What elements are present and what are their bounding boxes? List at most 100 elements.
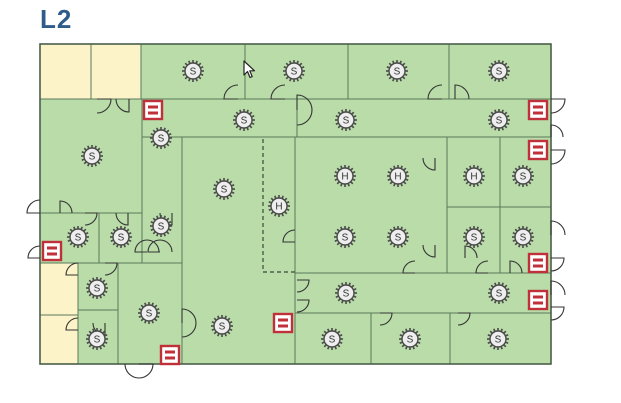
detector-glyph: S: [158, 134, 165, 145]
smoke-detector-icon: S: [110, 226, 132, 248]
detector-glyph: S: [471, 233, 478, 244]
fire-panel-icon: [142, 99, 164, 121]
door-swing-icon: [270, 84, 286, 100]
door-swing-icon: [402, 260, 416, 274]
detector-glyph: S: [342, 233, 349, 244]
storage-room: [39, 43, 92, 100]
fire-panel-icon: [272, 312, 294, 334]
smoke-detector-icon: S: [81, 145, 103, 167]
door-swing-icon: [457, 312, 471, 326]
smoke-detector-icon: S: [488, 60, 510, 82]
smoke-detector-icon: S: [182, 60, 204, 82]
room: [294, 136, 448, 274]
fire-panel-icon: [159, 344, 181, 366]
detector-glyph: S: [146, 309, 153, 320]
detector-glyph: S: [118, 233, 125, 244]
door-swing-icon: [550, 220, 566, 236]
smoke-detector-icon: S: [387, 226, 409, 248]
smoke-detector-icon: S: [211, 315, 233, 337]
door-swing-icon: [509, 260, 523, 274]
door-swing-icon: [65, 262, 79, 276]
detector-glyph: H: [394, 172, 401, 183]
dashed-partition: [262, 139, 295, 273]
detector-glyph: S: [520, 172, 527, 183]
fire-panel-icon: [527, 139, 549, 161]
door-swing-icon: [475, 260, 489, 274]
detector-glyph: S: [190, 67, 197, 78]
door-swing-icon: [464, 245, 478, 259]
door-swing-icon: [26, 199, 41, 214]
door-swing-icon: [147, 239, 173, 253]
detector-glyph: S: [94, 335, 101, 346]
fire-panel-icon: [41, 240, 63, 262]
heat-detector-icon: H: [334, 165, 356, 187]
door-swing-icon: [550, 280, 566, 296]
detector-glyph: S: [496, 67, 503, 78]
detector-glyph: S: [395, 233, 402, 244]
smoke-detector-icon: S: [488, 109, 510, 131]
heat-detector-icon: H: [463, 165, 485, 187]
smoke-detector-icon: S: [399, 328, 421, 350]
detector-glyph: S: [241, 116, 248, 127]
smoke-detector-icon: S: [86, 277, 108, 299]
smoke-detector-icon: S: [138, 302, 160, 324]
smoke-detector-icon: S: [150, 215, 172, 237]
smoke-detector-icon: S: [463, 226, 485, 248]
mouse-cursor-icon: [243, 60, 256, 79]
detector-glyph: S: [291, 67, 298, 78]
door-swing-icon: [550, 98, 566, 114]
door-swing-icon: [550, 149, 566, 165]
detector-glyph: S: [495, 335, 502, 346]
room: [296, 98, 552, 138]
smoke-detector-icon: S: [233, 109, 255, 131]
smoke-detector-icon: S: [512, 165, 534, 187]
detector-glyph: S: [394, 67, 401, 78]
door-swing-icon: [65, 317, 79, 331]
storage-room: [90, 43, 142, 100]
door-swing-icon: [223, 84, 239, 100]
heat-detector-icon: H: [268, 195, 290, 217]
heat-detector-icon: H: [387, 165, 409, 187]
door-swing-icon: [296, 299, 310, 313]
fire-panel-icon: [527, 99, 549, 121]
smoke-detector-icon: S: [335, 282, 357, 304]
smoke-detector-icon: S: [512, 226, 534, 248]
door-swing-icon: [422, 244, 436, 258]
smoke-detector-icon: S: [67, 226, 89, 248]
room: [141, 136, 183, 265]
smoke-detector-icon: S: [213, 178, 235, 200]
smoke-detector-icon: S: [283, 60, 305, 82]
room: [294, 272, 552, 314]
detector-glyph: S: [75, 233, 82, 244]
door-swing-icon: [115, 98, 130, 113]
door-swing-icon: [181, 308, 197, 338]
detector-glyph: S: [329, 335, 336, 346]
door-swing-icon: [550, 124, 564, 138]
door-swing-icon: [296, 279, 310, 293]
door-swing-icon: [296, 94, 313, 126]
door-swing-icon: [104, 262, 118, 276]
smoke-detector-icon: S: [321, 328, 343, 350]
detector-glyph: H: [275, 202, 282, 213]
detector-glyph: S: [94, 284, 101, 295]
smoke-detector-icon: S: [386, 60, 408, 82]
door-swing-icon: [422, 157, 436, 171]
detector-glyph: H: [341, 172, 348, 183]
smoke-detector-icon: S: [150, 127, 172, 149]
detector-glyph: S: [496, 116, 503, 127]
storage-room: [39, 262, 79, 316]
door-swing-icon: [427, 84, 443, 100]
door-swing-icon: [550, 306, 565, 321]
smoke-detector-icon: S: [86, 328, 108, 350]
smoke-detector-icon: S: [335, 109, 357, 131]
detector-glyph: S: [89, 152, 96, 163]
detector-glyph: S: [343, 116, 350, 127]
door-swing-icon: [115, 212, 129, 226]
door-swing-icon: [96, 98, 112, 114]
door-swing-icon: [379, 312, 393, 326]
fire-panel-icon: [527, 289, 549, 311]
smoke-detector-icon: S: [488, 282, 510, 304]
door-swing-icon: [84, 212, 98, 226]
smoke-detector-icon: S: [487, 328, 509, 350]
detector-glyph: S: [219, 322, 226, 333]
